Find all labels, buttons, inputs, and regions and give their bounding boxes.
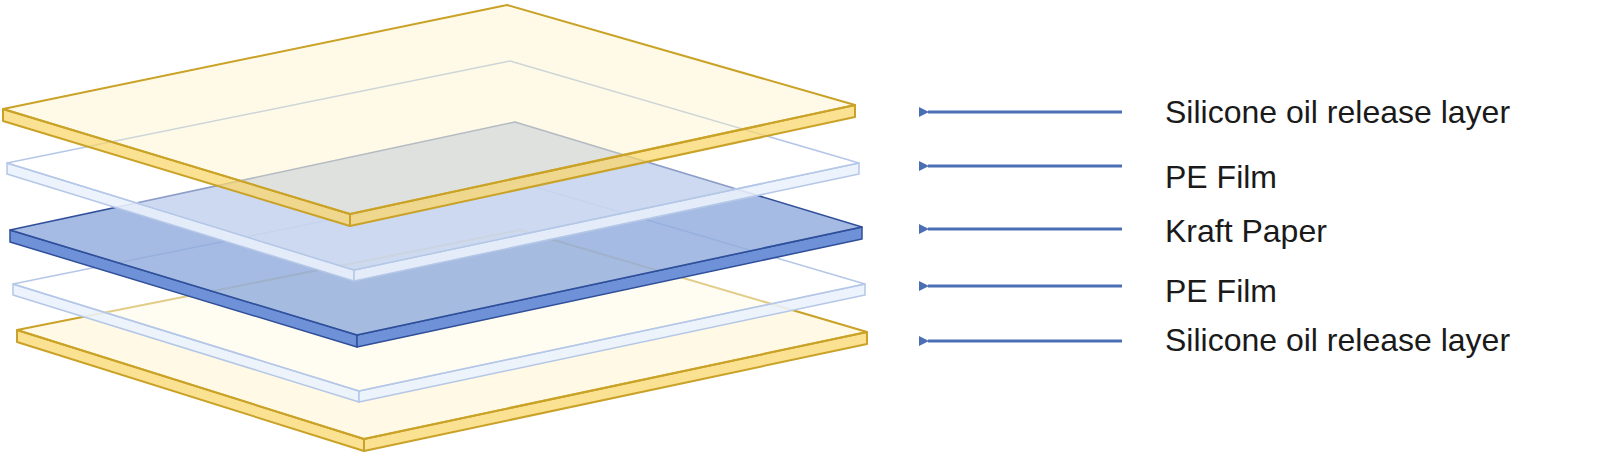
layer-label: PE Film: [1165, 273, 1277, 310]
layer-label: Silicone oil release layer: [1165, 322, 1510, 359]
layer-label: Kraft Paper: [1165, 213, 1327, 250]
layer-label: Silicone oil release layer: [1165, 94, 1510, 131]
leader-arrows: [928, 112, 1122, 341]
layer-face: [3, 5, 855, 214]
layer-label: PE Film: [1165, 159, 1277, 196]
